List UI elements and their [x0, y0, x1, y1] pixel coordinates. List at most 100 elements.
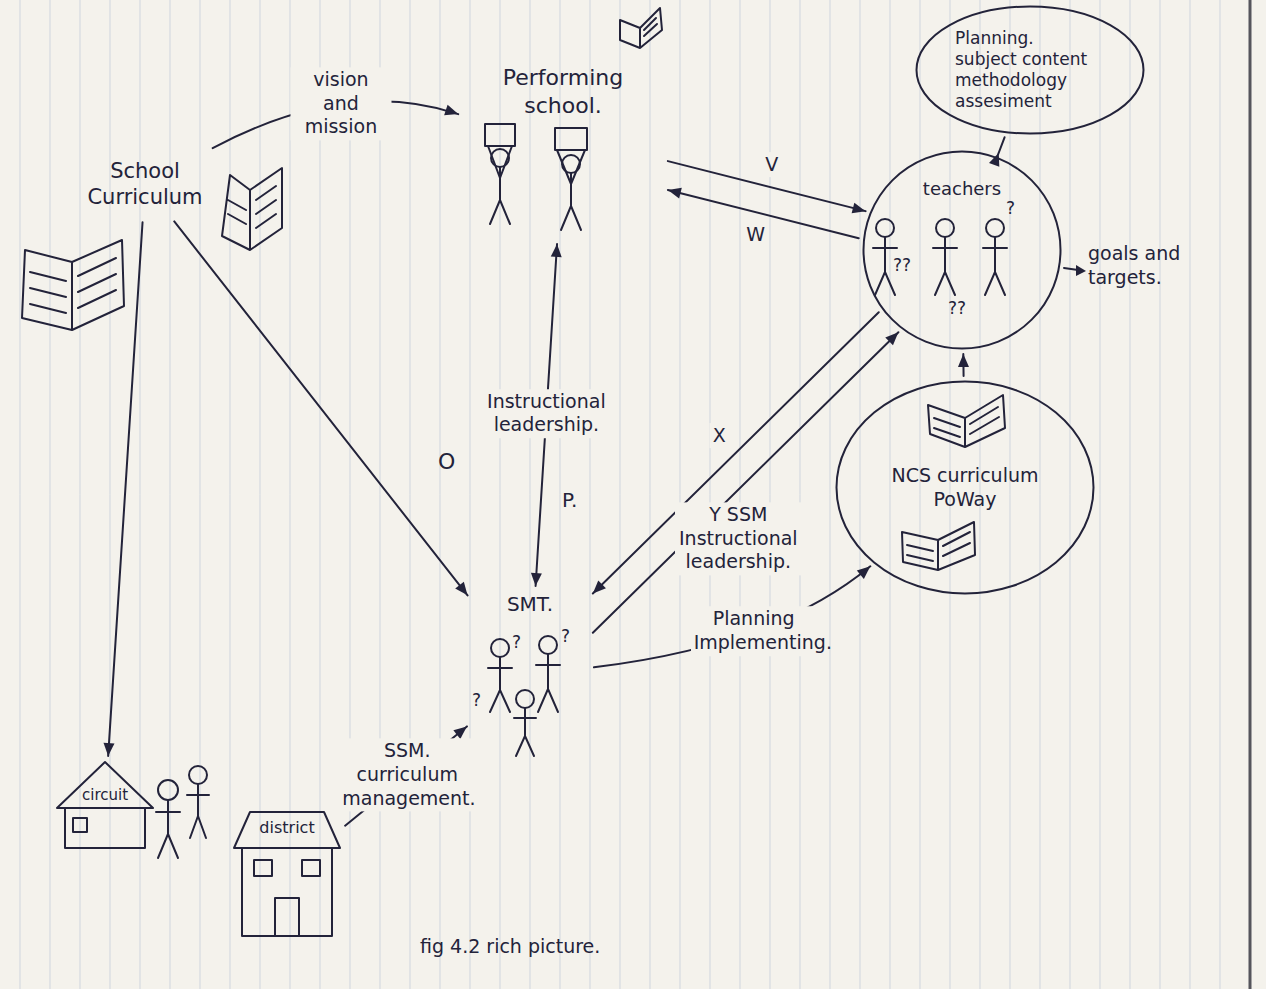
stick-figure: [488, 146, 512, 224]
node-text: NCS curriculum: [892, 464, 1039, 488]
annotation: ?: [1006, 198, 1015, 219]
smt-group: SMT.: [470, 590, 590, 760]
figure-head: [491, 149, 509, 167]
figure-caption: fig 4.2 rich picture.: [420, 935, 600, 959]
connector-line: [593, 332, 899, 633]
edge-label: vision and mission: [290, 67, 391, 140]
connector: [958, 354, 969, 376]
open-book: [928, 395, 1005, 447]
stick-figure: [983, 237, 1007, 295]
annotation: ??: [948, 298, 966, 319]
node-text: PoWay: [934, 488, 997, 512]
performing-school-group: Performing school.: [462, 58, 664, 240]
school-curriculum-label: School Curriculum: [67, 150, 222, 218]
open-book: [222, 168, 282, 250]
house-wall: [65, 808, 145, 848]
office-window: [302, 860, 320, 876]
arrowhead: [958, 354, 969, 367]
leader-line: [1064, 268, 1078, 270]
edge-label: Instructional leadership.: [473, 389, 619, 439]
office-door: [275, 898, 299, 936]
stick-figure: [536, 654, 560, 712]
arrowhead: [852, 203, 866, 214]
figure-head: [158, 780, 178, 800]
annotation: ?: [561, 626, 570, 647]
paper-edge: [1249, 0, 1252, 989]
edge-label: V: [762, 152, 781, 178]
arrowhead: [531, 573, 542, 586]
connector-line: [174, 221, 467, 595]
connector: [594, 566, 870, 667]
stick-figure: [933, 237, 957, 295]
sign-board: [485, 124, 515, 146]
connector: [989, 137, 1005, 167]
node-outline: [55, 760, 155, 850]
house-window: [73, 818, 87, 832]
arrowhead: [668, 188, 682, 199]
node-text: subject content: [955, 49, 1105, 70]
sign-board: [555, 128, 587, 150]
arrowhead: [551, 244, 562, 257]
annotation: ??: [893, 255, 911, 276]
node-text: district: [259, 818, 314, 838]
office-roof: [234, 812, 340, 848]
annotation: O: [438, 448, 455, 476]
open-book: [22, 240, 124, 330]
edge-label: Y SSM Instructional leadership.: [675, 502, 801, 575]
ellipse-outline: [864, 152, 1061, 349]
teachers-circle: teachers: [862, 150, 1062, 350]
stick-figure: [187, 784, 209, 838]
node-text: Performing school.: [466, 64, 660, 119]
arrowhead: [453, 726, 467, 738]
annotation: P.: [562, 488, 577, 513]
open-book: [902, 522, 975, 570]
ellipse-outline: [917, 7, 1144, 134]
edge-label: X: [710, 423, 729, 449]
arrowhead: [104, 743, 115, 756]
stick-figure: [557, 150, 585, 230]
leader-arrowhead: [1076, 265, 1086, 276]
ncs-circle: NCS curriculumPoWay: [835, 380, 1095, 595]
node-text: School Curriculum: [71, 158, 218, 211]
stick-figure: [488, 657, 512, 712]
figure-head: [986, 219, 1004, 237]
connector: [593, 312, 879, 593]
edge-label: Planning Implementing.: [691, 606, 817, 656]
node-text: SMT.: [507, 592, 553, 617]
district-office: district: [232, 808, 342, 938]
circuit-house: circuit: [55, 760, 155, 850]
node-text: teachers: [923, 178, 1001, 201]
stick-figure: [156, 800, 180, 858]
arrowhead: [857, 566, 871, 579]
edge-label: W: [743, 222, 768, 248]
node-text: circuit: [82, 786, 128, 805]
connector-line: [998, 137, 1004, 154]
house-roof: [57, 762, 153, 808]
ellipse-outline: [837, 382, 1094, 594]
topics-ellipse: Planning.subject contentmethodology asse…: [915, 5, 1145, 135]
annotation: ?: [512, 632, 521, 653]
annotation: ?: [472, 690, 481, 711]
arrowhead: [444, 105, 458, 115]
edge-label: SSM. curriculum management.: [339, 738, 475, 811]
figure-head: [539, 636, 557, 654]
figure-head: [876, 219, 894, 237]
figure-head: [936, 219, 954, 237]
arrowhead: [593, 580, 606, 593]
connector-line: [108, 222, 142, 756]
office-window: [254, 860, 272, 876]
arrowhead: [885, 332, 898, 345]
node-text: methodology assesiment: [955, 70, 1105, 113]
connector-line: [593, 312, 879, 593]
node-text: Planning.: [955, 28, 1105, 49]
figure-head: [491, 639, 509, 657]
connector-line: [594, 566, 870, 667]
figure-head: [516, 690, 534, 708]
office-wall: [242, 848, 332, 936]
